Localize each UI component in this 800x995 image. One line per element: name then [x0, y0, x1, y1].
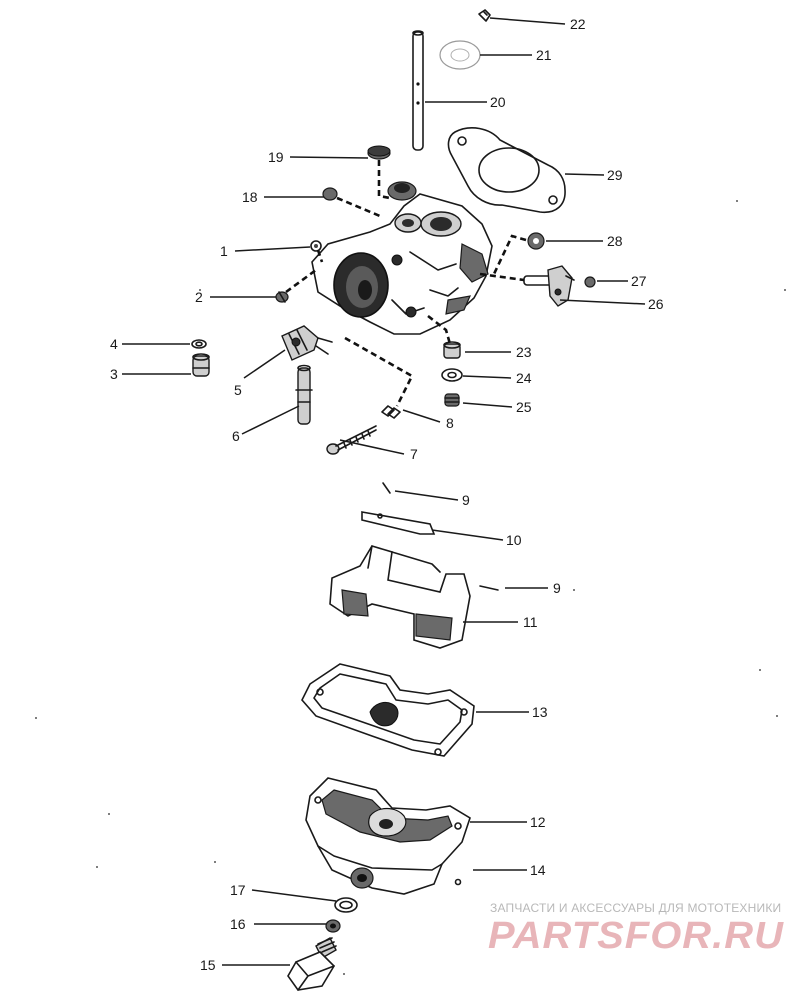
callout-18: 18: [242, 189, 258, 205]
callout-14: 14: [530, 862, 546, 878]
part-25-spring: [444, 393, 460, 407]
callout-labels: 22 21 20 19 18 29 28 1 27 2 26 4 23 3 24…: [110, 16, 664, 973]
part-12-float-bowl: [305, 777, 471, 895]
part-1-oring: [310, 240, 322, 252]
part-3-fitting: [192, 353, 210, 377]
callout-6: 6: [232, 428, 240, 444]
part-2-screw: [275, 291, 289, 303]
callout-17: 17: [230, 882, 246, 898]
part-6-jet: [295, 364, 313, 425]
callout-8: 8: [446, 415, 454, 431]
callout-5: 5: [234, 382, 242, 398]
callout-26: 26: [648, 296, 664, 312]
assembly-dashed-lines: [285, 160, 527, 407]
part-5-nozzle: [281, 325, 333, 361]
part-22-clip: [478, 9, 491, 22]
part-9-pin-right: [479, 585, 499, 591]
part-7-needle-screw: [326, 425, 377, 455]
leader-lines: [122, 17, 646, 966]
callout-11: 11: [523, 614, 538, 630]
callout-10: 10: [506, 532, 522, 548]
part-29-flange-gasket: [447, 127, 566, 214]
watermark: ЗАПЧАСТИ И АКСЕССУАРЫ ДЛЯ МОТОТЕХНИКИ PA…: [488, 901, 785, 957]
print-specks: [35, 200, 786, 975]
callout-9-upper: 9: [462, 492, 470, 508]
callout-27: 27: [631, 273, 647, 289]
callout-19: 19: [268, 149, 284, 165]
callout-13: 13: [532, 704, 548, 720]
callout-29: 29: [607, 167, 623, 183]
callout-9-right: 9: [553, 580, 561, 596]
part-8-spring: [381, 405, 401, 419]
callout-23: 23: [516, 344, 532, 360]
callout-28: 28: [607, 233, 623, 249]
part-13-gasket: [301, 663, 475, 757]
part-14-plug: [454, 878, 462, 886]
part-16-nut: [325, 919, 341, 933]
part-21-seal: [439, 40, 481, 70]
callout-21: 21: [536, 47, 552, 63]
part-20-shaft: [412, 30, 424, 151]
callout-25: 25: [516, 399, 532, 415]
part-24-washer: [441, 368, 463, 382]
part-17-oring: [334, 897, 358, 913]
callout-24: 24: [516, 370, 532, 386]
part-19-plug: [367, 145, 391, 160]
callout-3: 3: [110, 366, 118, 382]
watermark-tagline: ЗАПЧАСТИ И АКСЕССУАРЫ ДЛЯ МОТОТЕХНИКИ: [490, 901, 781, 915]
callout-20: 20: [490, 94, 506, 110]
part-18-disc: [322, 187, 338, 201]
callout-2: 2: [195, 289, 203, 305]
callout-4: 4: [110, 336, 118, 352]
callout-22: 22: [570, 16, 586, 32]
part-15-bolt: [287, 937, 337, 991]
part-9-pin-upper: [382, 482, 391, 494]
callout-1: 1: [220, 243, 228, 259]
part-11-float: [329, 545, 471, 649]
part-10-float-lever: [361, 511, 436, 535]
callout-15: 15: [200, 957, 216, 973]
callout-12: 12: [530, 814, 546, 830]
callout-16: 16: [230, 916, 246, 932]
part-28-ring: [527, 232, 545, 250]
part-carburetor-body: [311, 181, 493, 335]
part-23-bushing: [443, 341, 461, 359]
callout-7: 7: [410, 446, 418, 462]
part-4-washer: [191, 339, 207, 349]
watermark-logo: PARTSFOR.RU: [488, 915, 785, 957]
part-27-screw: [584, 276, 596, 288]
